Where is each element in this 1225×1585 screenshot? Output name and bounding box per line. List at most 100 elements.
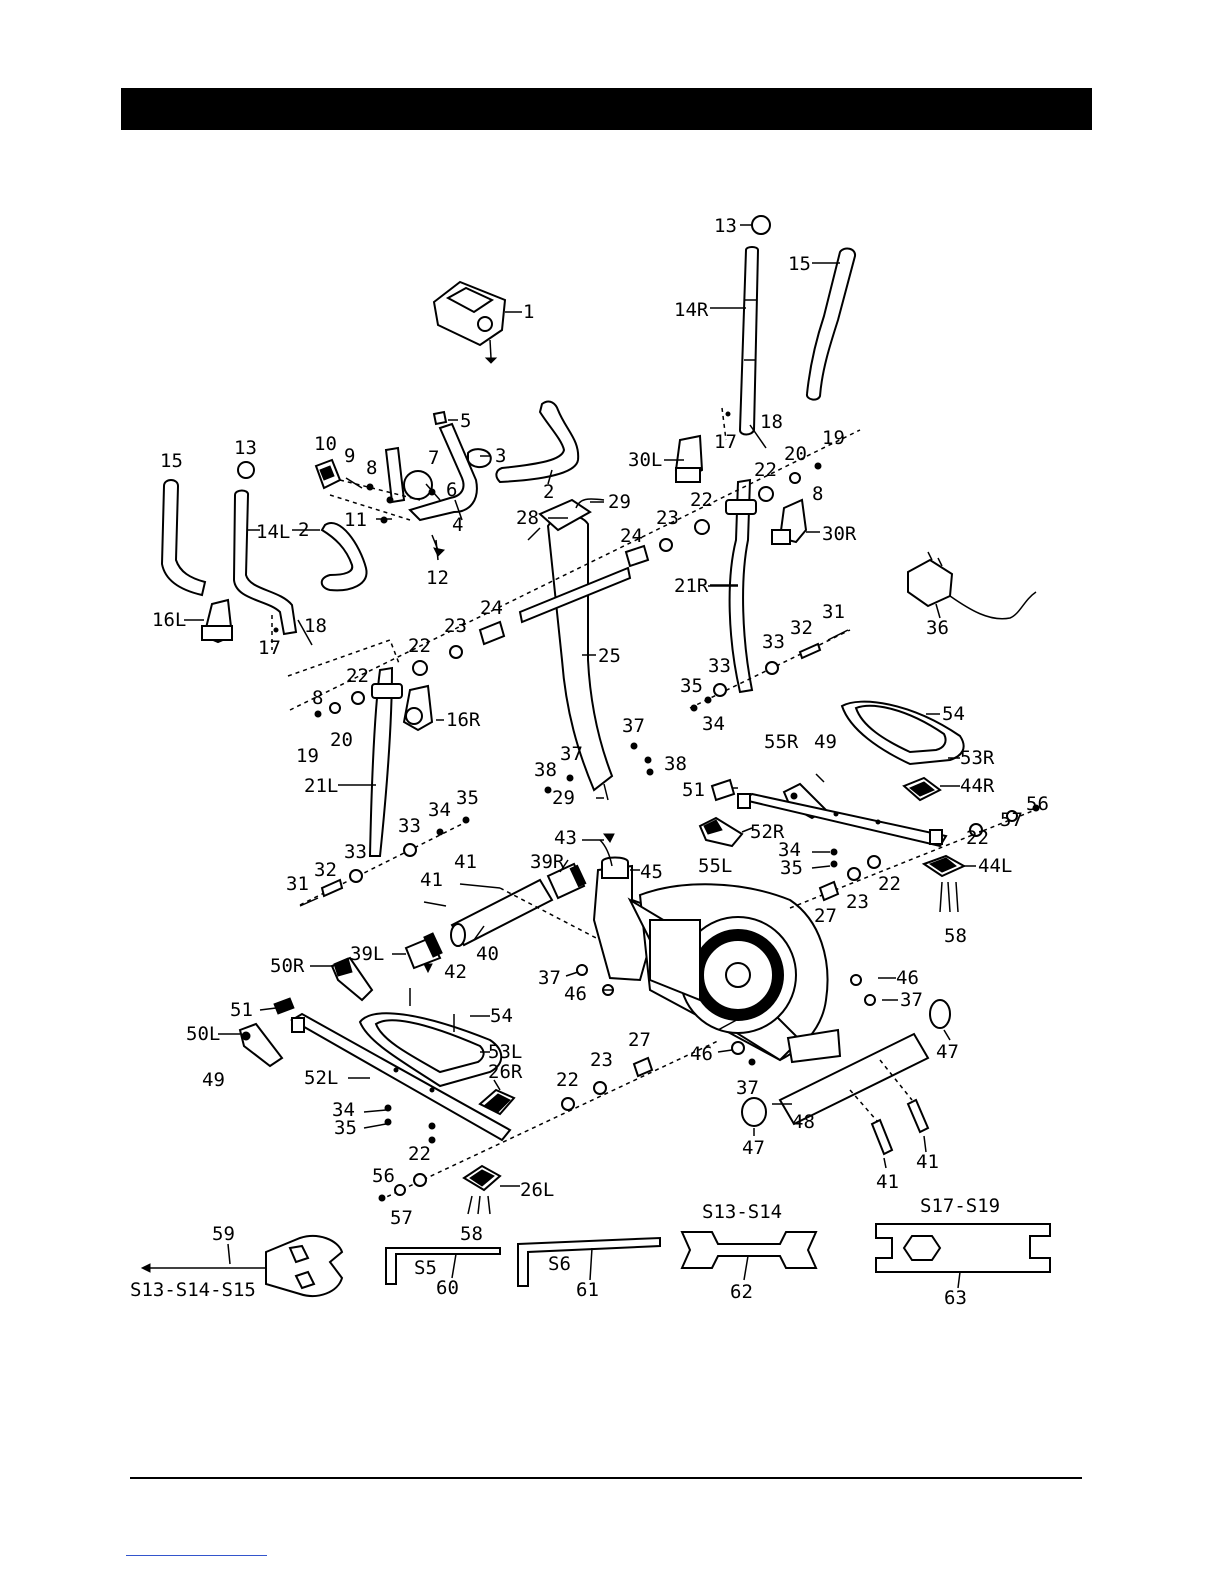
power-adapter-part-36 [907, 551, 1037, 620]
bolts-part-9-8-7 [329, 477, 441, 524]
label-35-right: 35 [680, 675, 703, 697]
pedal-bracket-part-50R [330, 956, 374, 1002]
label-11: 11 [344, 509, 367, 531]
hardware-part-37-38-post [544, 742, 654, 801]
bracket-part-3 [467, 448, 492, 468]
tool-wrench-part-63 [875, 1223, 1051, 1273]
label-52L: 52L [304, 1067, 338, 1089]
label-15-right: 15 [788, 253, 811, 275]
label-3: 3 [495, 445, 506, 467]
pedal-part-53R [840, 700, 965, 766]
label-44L: 44L [978, 855, 1012, 877]
console-part-1 [432, 280, 507, 364]
label-51-right: 51 [682, 779, 705, 801]
label-41-rear-b: 41 [916, 1151, 939, 1173]
handlebar-pivot-part-4 [384, 422, 478, 522]
label-38-right: 38 [664, 753, 687, 775]
label-43: 43 [554, 827, 577, 849]
pedal-bracket-part-55L [698, 816, 744, 848]
bolt-part-49-right [815, 773, 825, 783]
label-39L: 39L [350, 943, 384, 965]
label-33-right-a: 33 [762, 631, 785, 653]
tool-label-s17-s19: S17-S19 [920, 1195, 1000, 1217]
screws-part-58-left [467, 1195, 491, 1215]
pedal-rail-part-52L [290, 1012, 512, 1142]
bushing-part-22-23-right [659, 462, 822, 552]
pedal-block-part-44R [902, 776, 942, 802]
handlebar-part-2-right [495, 400, 580, 484]
label-22-left-bottom: 22 [556, 1069, 579, 1091]
label-37-frame: 37 [538, 967, 561, 989]
label-32-left: 32 [314, 859, 337, 881]
label-24-right: 24 [620, 525, 643, 547]
pedal-rail-part-52R [737, 792, 948, 848]
label-56-right: 56 [1026, 793, 1049, 815]
label-16L: 16L [152, 609, 186, 631]
label-58-right: 58 [944, 925, 967, 947]
cap-part-5 [432, 410, 448, 426]
footer-link-underline[interactable] [126, 1555, 267, 1556]
label-59: 59 [212, 1223, 235, 1245]
label-49-left: 49 [202, 1069, 225, 1091]
label-34-left: 34 [428, 799, 451, 821]
title-bar [121, 88, 1092, 130]
bolts-part-41-rear [849, 1059, 930, 1156]
label-55R: 55R [764, 731, 799, 753]
label-46-rear-left: 46 [690, 1043, 713, 1065]
bushing-part-22-23-left [314, 645, 463, 718]
label-32-right: 32 [790, 617, 813, 639]
label-22-right-top: 22 [754, 459, 777, 481]
label-53L: 53L [488, 1041, 522, 1063]
label-62: 62 [730, 1281, 753, 1303]
label-56-left: 56 [372, 1165, 395, 1187]
handle-bracket-part-30L [674, 434, 704, 483]
end-cap-part-51-right [710, 778, 736, 802]
bolts-part-41 [423, 883, 601, 941]
label-25: 25 [598, 645, 621, 667]
hardware-part-22-23-27-left [378, 1039, 721, 1202]
label-53R: 53R [960, 747, 995, 769]
label-21L: 21L [304, 775, 338, 797]
axle-part-24 [289, 429, 861, 711]
label-41-left: 41 [420, 869, 443, 891]
bolt-part-42 [423, 963, 433, 974]
label-31-left: 31 [286, 873, 309, 895]
bolts-part-17-18-right [721, 407, 767, 449]
axle-tube-part-40 [450, 878, 554, 947]
label-37-rear-left: 37 [736, 1077, 759, 1099]
upper-handle-part-14R [738, 246, 760, 436]
label-1: 1 [523, 301, 534, 323]
label-34-rail-left: 34 [332, 1099, 355, 1121]
tool-allen-key-part-61 [517, 1236, 661, 1287]
label-18-right: 18 [760, 411, 783, 433]
label-17-left: 17 [258, 637, 281, 659]
screws-part-58-right [939, 881, 959, 913]
label-33-left-b: 33 [344, 841, 367, 863]
label-54-right: 54 [942, 703, 965, 725]
label-37-post-left: 37 [560, 743, 583, 765]
tool-allen-key-part-60 [385, 1247, 501, 1285]
label-34-right: 34 [702, 713, 725, 735]
handle-bracket-part-16R [402, 684, 434, 732]
hardware-part-37-46 [576, 964, 876, 1066]
tool-size-labels: S13-S14-S15 S5 S6 S13-S14 S17-S19 [130, 1195, 1000, 1301]
label-37-post-top: 37 [622, 715, 645, 737]
label-14L: 14L [256, 521, 290, 543]
label-4: 4 [452, 514, 463, 536]
label-2-left: 2 [298, 519, 309, 541]
label-8-top: 8 [366, 457, 377, 479]
label-26R: 26R [488, 1061, 523, 1083]
label-29-bottom: 29 [552, 787, 575, 809]
bolt-part-28 [527, 527, 541, 541]
label-8-right: 8 [812, 483, 823, 505]
end-cap-part-47-left [741, 1097, 767, 1127]
axle-part-39R [546, 862, 587, 900]
foam-grip-part-15-left [160, 479, 207, 597]
label-60: 60 [436, 1277, 459, 1299]
label-41-top: 41 [454, 851, 477, 873]
label-12: 12 [426, 567, 449, 589]
main-post-part-25 [538, 498, 614, 792]
label-23-left-bottom: 23 [590, 1049, 613, 1071]
handle-bracket-part-16L [201, 598, 234, 644]
label-22-rail-left: 22 [408, 1143, 431, 1165]
